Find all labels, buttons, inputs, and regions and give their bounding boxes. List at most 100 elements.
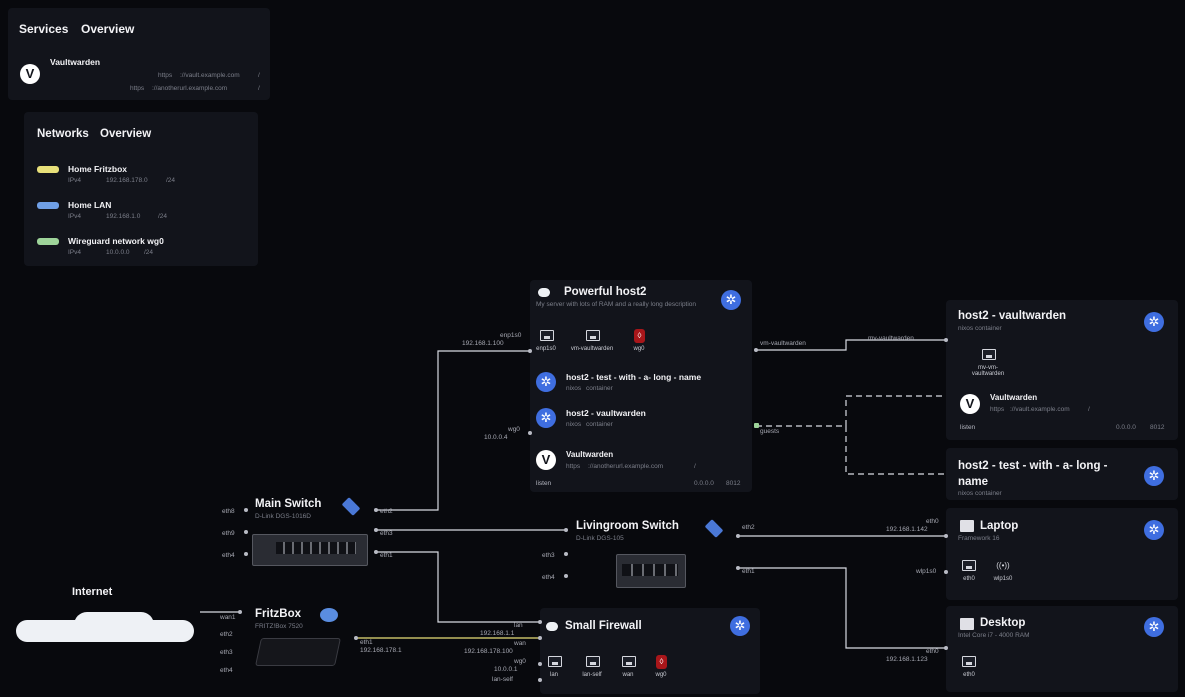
main-switch-port[interactable]: eth2 bbox=[380, 508, 393, 515]
firewall-panel[interactable]: Small Firewall ✲ lan lan-self wan ◊ wg0 bbox=[540, 608, 760, 694]
internet-node[interactable]: Internet bbox=[12, 582, 194, 652]
fritzbox-eth1-dot[interactable] bbox=[354, 636, 358, 640]
main-switch-port-dot[interactable] bbox=[244, 530, 248, 534]
iface-label[interactable]: enp1s0 bbox=[536, 346, 556, 352]
livingroom-switch-node[interactable]: Livingroom Switch D-Link DGS-105 bbox=[566, 514, 736, 594]
host2-port-dot[interactable] bbox=[754, 348, 758, 352]
vaultwarden-icon: V bbox=[536, 450, 556, 470]
main-switch-port-dot[interactable] bbox=[244, 508, 248, 512]
iface-label[interactable]: wg0 bbox=[655, 672, 667, 678]
host2-port[interactable]: enp1s0 bbox=[500, 332, 522, 339]
vaultwarden-guest-port-dot[interactable] bbox=[944, 338, 948, 342]
livingroom-port-dot[interactable] bbox=[564, 552, 568, 556]
link-main-host2 bbox=[376, 350, 536, 511]
fritzbox-port[interactable]: eth3 bbox=[220, 649, 233, 656]
livingroom-port-dot[interactable] bbox=[736, 534, 740, 538]
fritzbox-node[interactable]: FritzBox FRITZ!Box 7520 bbox=[200, 600, 360, 690]
iface-label[interactable]: eth0 bbox=[963, 672, 975, 678]
firewall-port[interactable]: lan-self bbox=[492, 676, 513, 683]
network-card-icon bbox=[622, 656, 636, 667]
iface-label[interactable]: wg0 bbox=[633, 346, 645, 352]
livingroom-port-dot[interactable] bbox=[736, 566, 740, 570]
host2-panel[interactable]: Powerful host2 My server with lots of RA… bbox=[530, 280, 752, 492]
host2-port[interactable]: guests bbox=[760, 428, 780, 435]
kubernetes-icon: ✲ bbox=[1144, 520, 1164, 540]
fritzbox-port-dot[interactable] bbox=[238, 610, 242, 614]
livingroom-port[interactable]: eth2 bbox=[742, 524, 755, 531]
switch-ports-strip bbox=[622, 564, 678, 576]
iface-label[interactable]: eth0 bbox=[963, 576, 975, 582]
iface-label[interactable]: lan bbox=[549, 672, 558, 678]
livingroom-switch-port[interactable]: eth3 bbox=[542, 552, 555, 559]
wireguard-icon: ◊ bbox=[634, 329, 645, 343]
host2-port-dot[interactable] bbox=[528, 349, 532, 353]
firewall-port[interactable]: lan bbox=[514, 622, 523, 629]
network-name[interactable]: Home Fritzbox bbox=[68, 164, 128, 174]
services-overview-panel: Services Overview V Vaultwarden https :/… bbox=[8, 8, 270, 100]
main-switch-port-dot[interactable] bbox=[374, 550, 378, 554]
host2-port[interactable]: wg0 bbox=[508, 426, 520, 433]
livingroom-port[interactable]: eth1 bbox=[742, 568, 755, 575]
service-name[interactable]: Vaultwarden bbox=[990, 393, 1038, 402]
desktop-panel[interactable]: Desktop Intel Core i7 - 4000 RAM ✲ eth0 bbox=[946, 606, 1178, 692]
laptop-port-dot[interactable] bbox=[944, 534, 948, 538]
network-name[interactable]: Home LAN bbox=[68, 200, 112, 210]
iface-label[interactable]: mv-vm-vaultwarden bbox=[971, 365, 1005, 377]
main-switch-port[interactable]: eth1 bbox=[380, 552, 393, 559]
guest-name[interactable]: host2 - vaultwarden bbox=[566, 408, 646, 418]
service-name[interactable]: Vaultwarden bbox=[566, 450, 614, 459]
service-url-1[interactable]: ://vault.example.com bbox=[180, 72, 240, 79]
firewall-port[interactable]: wan bbox=[514, 640, 526, 647]
iface-label[interactable]: wlp1s0 bbox=[993, 576, 1013, 582]
firewall-port-dot[interactable] bbox=[538, 662, 542, 666]
main-switch-port[interactable]: eth9 bbox=[222, 530, 235, 537]
host2-guests-dot[interactable] bbox=[754, 423, 759, 428]
laptop-panel[interactable]: Laptop Framework 16 ✲ eth0 ((•)) wlp1s0 bbox=[946, 508, 1178, 600]
service-url[interactable]: ://vault.example.com bbox=[1010, 406, 1070, 413]
livingroom-port-dot[interactable] bbox=[564, 528, 568, 532]
laptop-port-dot[interactable] bbox=[944, 570, 948, 574]
network-card-icon bbox=[962, 656, 976, 667]
firewall-port-dot[interactable] bbox=[538, 620, 542, 624]
laptop-port-ip: 192.168.1.142 bbox=[886, 526, 928, 533]
livingroom-port-dot[interactable] bbox=[564, 574, 568, 578]
firewall-port[interactable]: wg0 bbox=[514, 658, 526, 665]
service-name[interactable]: Vaultwarden bbox=[50, 57, 101, 67]
main-switch-port-dot[interactable] bbox=[374, 508, 378, 512]
host2-port[interactable]: vm-vaultwarden bbox=[760, 340, 806, 347]
main-switch-port-dot[interactable] bbox=[244, 552, 248, 556]
fritzbox-port[interactable]: eth4 bbox=[220, 667, 233, 674]
desktop-port-dot[interactable] bbox=[944, 646, 948, 650]
firewall-port-dot[interactable] bbox=[538, 678, 542, 682]
laptop-port[interactable]: wlp1s0 bbox=[916, 568, 937, 575]
main-switch-node[interactable]: Main Switch D-Link DGS-1016D bbox=[246, 492, 376, 572]
fritzbox-eth1-port[interactable]: eth1 bbox=[360, 639, 373, 646]
vaultwarden-guest-panel[interactable]: host2 - vaultwarden nixos container ✲ mv… bbox=[946, 300, 1178, 440]
laptop-port[interactable]: eth0 bbox=[926, 518, 939, 525]
firewall-port-dot[interactable] bbox=[538, 636, 542, 640]
main-switch-port[interactable]: eth8 bbox=[222, 508, 235, 515]
service-url-tail: / bbox=[1088, 406, 1090, 413]
guest-name[interactable]: host2 - test - with - a- long - name bbox=[566, 372, 702, 382]
fritzbox-port[interactable]: wan1 bbox=[220, 614, 236, 621]
host2-port-dot[interactable] bbox=[528, 431, 532, 435]
network-card-icon bbox=[982, 349, 996, 360]
wireguard-icon: ◊ bbox=[656, 655, 667, 669]
vaultwarden-guest-port[interactable]: mv-vaultwarden bbox=[868, 335, 914, 342]
main-switch-port-dot[interactable] bbox=[374, 528, 378, 532]
iface-label[interactable]: vm-vaultwarden bbox=[570, 346, 614, 352]
main-switch-port[interactable]: eth4 bbox=[222, 552, 235, 559]
main-switch-port[interactable]: eth3 bbox=[380, 530, 393, 537]
desktop-icon bbox=[960, 618, 974, 630]
livingroom-switch-port[interactable]: eth4 bbox=[542, 574, 555, 581]
network-name[interactable]: Wireguard network wg0 bbox=[68, 236, 164, 246]
desktop-port[interactable]: eth0 bbox=[926, 648, 939, 655]
fritzbox-port[interactable]: eth2 bbox=[220, 631, 233, 638]
livingroom-switch-title: Livingroom Switch bbox=[576, 520, 679, 532]
test-guest-panel[interactable]: host2 - test - with - a- long - name nix… bbox=[946, 448, 1178, 500]
iface-label[interactable]: wan bbox=[622, 672, 634, 678]
service-url[interactable]: ://anotherurl.example.com bbox=[588, 463, 664, 470]
iface-label[interactable]: lan-self bbox=[582, 672, 602, 678]
kubernetes-icon: ✲ bbox=[536, 372, 556, 392]
service-url-2[interactable]: ://anotherurl.example.com bbox=[152, 85, 228, 92]
